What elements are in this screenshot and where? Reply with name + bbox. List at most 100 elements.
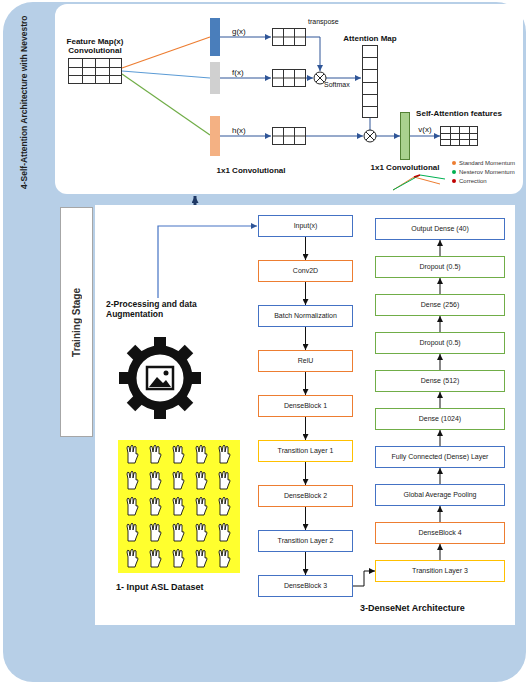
multiply-cross — [316, 74, 324, 82]
branch-line — [122, 71, 210, 78]
connector — [305, 552, 306, 575]
connector — [440, 316, 441, 332]
grid-shape — [362, 45, 378, 118]
hand-sign — [219, 549, 230, 567]
process-box: Fully Connected (Dense) Layer — [375, 446, 505, 468]
connector — [305, 282, 306, 305]
process-box: Dropout (0.5) — [375, 256, 505, 278]
box-label: Fully Connected (Dense) Layer — [392, 453, 489, 461]
grid-shape — [440, 126, 478, 146]
multiply-cross — [366, 132, 374, 140]
feature-grid: Feature Map(x) Convolutional — [68, 58, 122, 84]
connector — [440, 354, 441, 370]
process-box: DenseBlock 4 — [375, 522, 505, 544]
asl-image — [118, 440, 240, 573]
image-mountain — [149, 377, 171, 387]
box-label: DenseBlock 3 — [284, 582, 327, 590]
connector — [440, 506, 441, 522]
process-box: Transition Layer 1 — [258, 440, 353, 462]
flow-arrow — [220, 37, 271, 38]
grid-line — [95, 58, 96, 84]
matrix-grid — [272, 127, 306, 145]
process-box: Global Average Pooling — [375, 484, 505, 506]
hand-sign — [173, 497, 184, 515]
node-heading: Attention Map — [330, 34, 410, 43]
conv-bar — [210, 18, 220, 56]
hand-sign — [150, 445, 161, 463]
box-label: Transition Layer 3 — [412, 567, 468, 575]
legend-text: Nesterov Momentum — [459, 169, 515, 175]
node-heading: Feature Map(x) Convolutional — [50, 37, 140, 55]
gear-icon — [119, 337, 201, 419]
box-label: Dropout (0.5) — [419, 339, 460, 347]
text-label: 1- Input ASL Dataset — [116, 582, 246, 592]
image-sun — [164, 371, 169, 376]
hand-sign — [127, 549, 138, 567]
box-label: Output Dense (40) — [411, 225, 469, 233]
branch-line — [122, 37, 210, 68]
text-label: f(x) — [232, 68, 262, 77]
hand-sign — [219, 471, 230, 489]
bar-fill — [401, 113, 410, 160]
legend-text: Correction — [459, 178, 487, 184]
hand-sign — [196, 549, 207, 567]
gear-tooth — [127, 345, 144, 362]
legend-text: Standard Momentum — [459, 160, 515, 166]
box-label: RelU — [298, 357, 314, 365]
grid-line — [362, 106, 378, 107]
gear-tooth — [127, 394, 144, 411]
box-label: Dense (1024) — [419, 415, 461, 423]
grid-line — [362, 57, 378, 58]
branch-line — [122, 74, 210, 135]
box-label: Input(x) — [294, 222, 318, 230]
process-box: Output Dense (40) — [375, 218, 505, 240]
gear-tooth — [119, 372, 131, 384]
feature-grid: Self-Attention features — [440, 126, 478, 146]
box-label: DenseBlock 4 — [418, 529, 461, 537]
legend-swatch — [452, 170, 456, 174]
hand-sign — [173, 549, 184, 567]
connector — [440, 240, 441, 256]
hand-sign — [196, 471, 207, 489]
box-label: Global Average Pooling — [403, 491, 476, 499]
grid-line — [109, 58, 110, 84]
connector — [440, 468, 441, 484]
flow-arrow — [306, 37, 320, 71]
input-link — [158, 226, 257, 298]
attention-panel — [55, 4, 523, 194]
hand-sign — [127, 445, 138, 463]
legend-row: Nesterov Momentum — [452, 167, 515, 176]
hand-sign — [173, 445, 184, 463]
gear-tooth — [176, 345, 193, 362]
momentum-path — [393, 175, 445, 190]
hand-sign — [219, 523, 230, 541]
flow-arrow — [220, 136, 271, 137]
box-label: Conv2D — [293, 267, 318, 275]
text-label: transpose — [308, 18, 353, 26]
legend-row: Standard Momentum — [452, 158, 515, 167]
connector — [305, 417, 306, 440]
asl-hands — [127, 445, 230, 567]
grid-line — [440, 133, 478, 134]
connector — [305, 327, 306, 350]
text-label: Softmax — [324, 81, 364, 89]
node-heading: 1x1 Convolutional — [360, 163, 450, 172]
grid-line — [469, 126, 470, 146]
process-box: Input(x) — [258, 215, 353, 237]
hand-sign — [127, 471, 138, 489]
momentum-path — [393, 177, 440, 190]
box-label: Transition Layer 1 — [278, 447, 334, 455]
grid-shape — [68, 58, 122, 84]
connector — [440, 430, 441, 446]
connector — [370, 118, 400, 136]
process-box: DenseBlock 3 — [258, 575, 353, 597]
panel-link-arrow — [194, 196, 197, 205]
process-box: Conv2D — [258, 260, 353, 282]
grid-line — [440, 139, 478, 140]
grid-line — [450, 126, 451, 146]
hand-sign — [196, 523, 207, 541]
process-box: Dense (1024) — [375, 408, 505, 430]
hand-sign — [173, 471, 184, 489]
grid-line — [362, 69, 378, 70]
flow-arrow — [306, 78, 313, 79]
